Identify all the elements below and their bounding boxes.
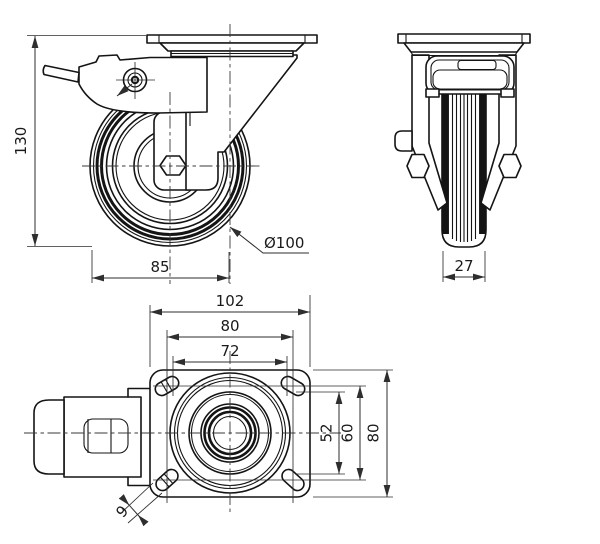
side-view: 130 85 Ø100 [12,24,318,284]
axle-nut-left [406,153,430,179]
dim-hole-width-outer-label: 80 [220,317,239,335]
mounting-plate-front [397,33,531,57]
top-view: 102 80 72 52 60 80 [24,292,393,527]
housing-leader-arrow [116,83,133,97]
center-lines-top [24,330,366,515]
brake-bolt-detail [116,62,155,99]
wheel-tread [442,92,486,242]
dim-hole-width-inner: 72 [172,342,288,396]
dim-plate-length: 102 [149,292,311,367]
brake-lever [42,64,80,83]
dim-hole-height-inner-label: 52 [318,423,336,442]
brake-pedal-top [33,387,151,487]
dim-hole-width-outer: 80 [167,317,293,341]
brake-boss [394,130,413,152]
dim-hole-height-outer-label: 60 [339,423,357,442]
dim-plate-depth: 80 [313,369,393,498]
dim-wheel-width: 27 [442,251,486,282]
dim-swivel-offset-label: 85 [150,258,169,276]
center-lines-side [82,24,262,284]
front-view: 27 [394,33,531,282]
fork-side [185,54,298,191]
dim-plate-depth-label: 80 [365,423,383,442]
dim-swivel-offset: 85 [91,250,230,283]
dim-hole-width-inner-label: 72 [220,342,239,360]
dim-wheel-diameter: Ø100 [229,226,309,254]
axle-nut-side [159,155,187,176]
dim-hole-height-inner: 52 [296,391,345,475]
swivel-head [425,55,515,98]
dim-plate-length-label: 102 [216,292,245,310]
dim-wheel-diameter-label: Ø100 [264,234,304,252]
mounting-plate-side [146,34,318,58]
dim-wheel-width-label: 27 [454,257,473,275]
dim-hole-height-outer: 60 [339,386,364,480]
dim-overall-height-label: 130 [12,127,30,156]
dim-overall-height: 130 [12,35,146,247]
axle-nut-right [498,153,522,179]
brake-housing [78,54,208,114]
